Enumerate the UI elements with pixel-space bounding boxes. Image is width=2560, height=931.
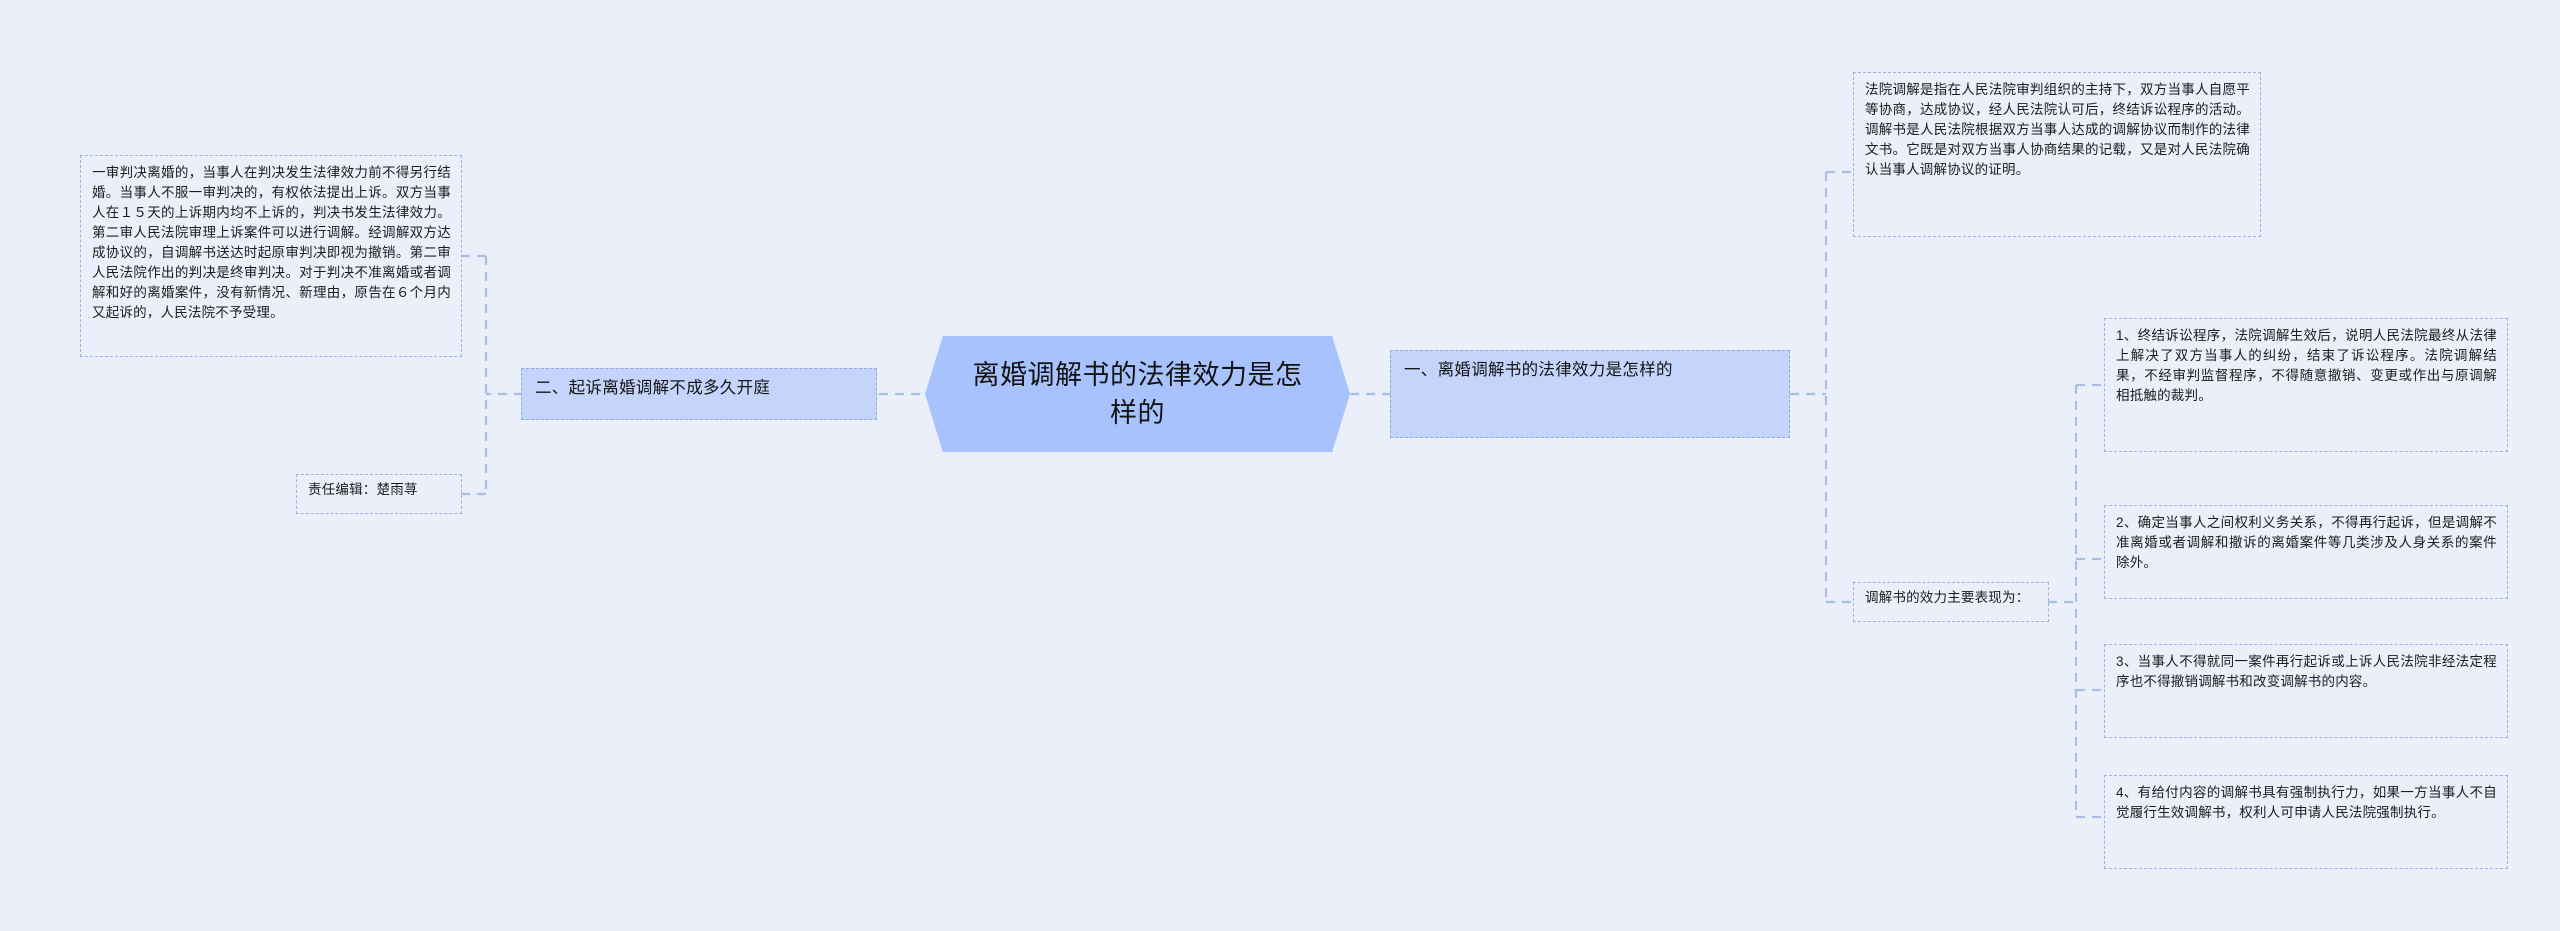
leaf-right-effects-label[interactable]: 调解书的效力主要表现为： xyxy=(1853,582,2049,622)
leaf-effect-3-text: 3、当事人不得就同一案件再行起诉或上诉人民法院非经法定程序也不得撤销调解书和改变… xyxy=(2116,654,2497,689)
leaf-left-editor[interactable]: 责任编辑：楚雨荨 xyxy=(296,474,462,514)
leaf-right-effects-label-text: 调解书的效力主要表现为： xyxy=(1865,590,2030,605)
branch-node-left-label: 二、起诉离婚调解不成多久开庭 xyxy=(535,379,771,397)
leaf-effect-2-text: 2、确定当事人之间权利义务关系，不得再行起诉，但是调解不准离婚或者调解和撤诉的离… xyxy=(2116,515,2497,570)
leaf-effect-1[interactable]: 1、终结诉讼程序，法院调解生效后，说明人民法院最终从法律上解决了双方当事人的纠纷… xyxy=(2104,318,2508,452)
leaf-effect-4-text: 4、有给付内容的调解书具有强制执行力，如果一方当事人不自觉履行生效调解书，权利人… xyxy=(2116,785,2497,820)
leaf-right-definition-text: 法院调解是指在人民法院审判组织的主持下，双方当事人自愿平等协商，达成协议，经人民… xyxy=(1865,82,2250,177)
leaf-left-detail-judgment-text: 一审判决离婚的，当事人在判决发生法律效力前不得另行结婚。当事人不服一审判决的，有… xyxy=(92,165,451,320)
root-node-label: 离婚调解书的法律效力是怎样的 xyxy=(972,360,1303,428)
leaf-effect-1-text: 1、终结诉讼程序，法院调解生效后，说明人民法院最终从法律上解决了双方当事人的纠纷… xyxy=(2116,328,2497,403)
leaf-effect-3[interactable]: 3、当事人不得就同一案件再行起诉或上诉人民法院非经法定程序也不得撤销调解书和改变… xyxy=(2104,644,2508,738)
leaf-right-definition[interactable]: 法院调解是指在人民法院审判组织的主持下，双方当事人自愿平等协商，达成协议，经人民… xyxy=(1853,72,2261,237)
leaf-left-editor-text: 责任编辑：楚雨荨 xyxy=(308,482,418,497)
branch-node-left[interactable]: 二、起诉离婚调解不成多久开庭 xyxy=(521,368,877,420)
branch-node-right[interactable]: 一、离婚调解书的法律效力是怎样的 xyxy=(1390,350,1790,438)
leaf-effect-4[interactable]: 4、有给付内容的调解书具有强制执行力，如果一方当事人不自觉履行生效调解书，权利人… xyxy=(2104,775,2508,869)
root-node[interactable]: 离婚调解书的法律效力是怎样的 xyxy=(925,336,1350,452)
branch-node-right-label: 一、离婚调解书的法律效力是怎样的 xyxy=(1404,361,1673,379)
leaf-effect-2[interactable]: 2、确定当事人之间权利义务关系，不得再行起诉，但是调解不准离婚或者调解和撤诉的离… xyxy=(2104,505,2508,599)
leaf-left-detail-judgment[interactable]: 一审判决离婚的，当事人在判决发生法律效力前不得另行结婚。当事人不服一审判决的，有… xyxy=(80,155,462,357)
